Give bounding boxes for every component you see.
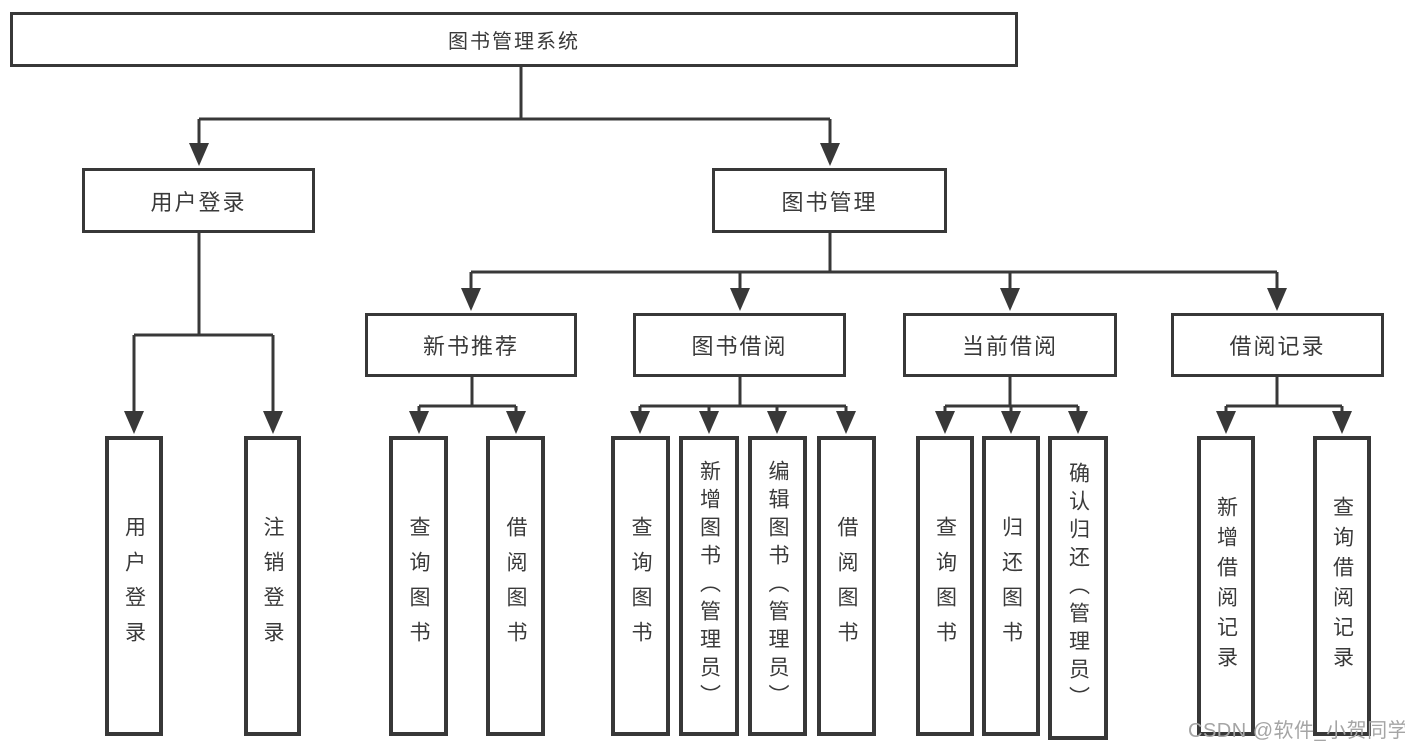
node-label: 注销登录 xyxy=(261,516,284,656)
node-leaf-add-borrow-record: 新增借阅记录 xyxy=(1197,436,1255,736)
node-leaf-borrow-books-2: 借阅图书 xyxy=(817,436,876,736)
node-borrow-records: 借阅记录 xyxy=(1171,313,1384,377)
node-leaf-user-login: 用户登录 xyxy=(105,436,163,736)
node-library-system: 图书管理系统 xyxy=(10,12,1018,67)
node-label: 查询图书 xyxy=(407,516,430,656)
node-leaf-add-books-admin: 新增图书（管理员） xyxy=(679,436,739,736)
node-leaf-query-books-2: 查询图书 xyxy=(611,436,670,736)
node-label: 新增图书（管理员） xyxy=(697,460,721,712)
node-label: 用户登录 xyxy=(122,516,146,656)
node-leaf-return-books: 归还图书 xyxy=(982,436,1040,736)
node-label: 编辑图书（管理员） xyxy=(766,460,789,712)
node-label: 查询借阅记录 xyxy=(1330,496,1354,676)
node-leaf-logout: 注销登录 xyxy=(244,436,301,736)
node-current-borrow: 当前借阅 xyxy=(903,313,1117,377)
node-leaf-confirm-return-admin: 确认归还（管理员） xyxy=(1048,436,1108,740)
node-label: 确认归还（管理员） xyxy=(1066,462,1090,714)
node-label: 借阅图书 xyxy=(504,516,527,656)
node-leaf-query-books-3: 查询图书 xyxy=(916,436,974,736)
node-leaf-query-borrow-record: 查询借阅记录 xyxy=(1313,436,1371,736)
node-label: 借阅图书 xyxy=(835,516,858,656)
node-leaf-query-books-1: 查询图书 xyxy=(389,436,448,736)
watermark: CSDN @软件_小贺同学 xyxy=(1188,720,1405,742)
node-label: 查询图书 xyxy=(933,516,957,656)
node-label: 新增借阅记录 xyxy=(1214,496,1238,676)
arrowhead-icons xyxy=(124,143,1352,434)
node-label: 查询图书 xyxy=(629,516,652,656)
node-book-borrow: 图书借阅 xyxy=(633,313,846,377)
node-leaf-edit-books-admin: 编辑图书（管理员） xyxy=(748,436,807,736)
node-label: 归还图书 xyxy=(999,516,1023,656)
node-new-book-recommend: 新书推荐 xyxy=(365,313,577,377)
node-user-login: 用户登录 xyxy=(82,168,315,233)
node-leaf-borrow-books-1: 借阅图书 xyxy=(486,436,545,736)
node-book-management: 图书管理 xyxy=(712,168,947,233)
